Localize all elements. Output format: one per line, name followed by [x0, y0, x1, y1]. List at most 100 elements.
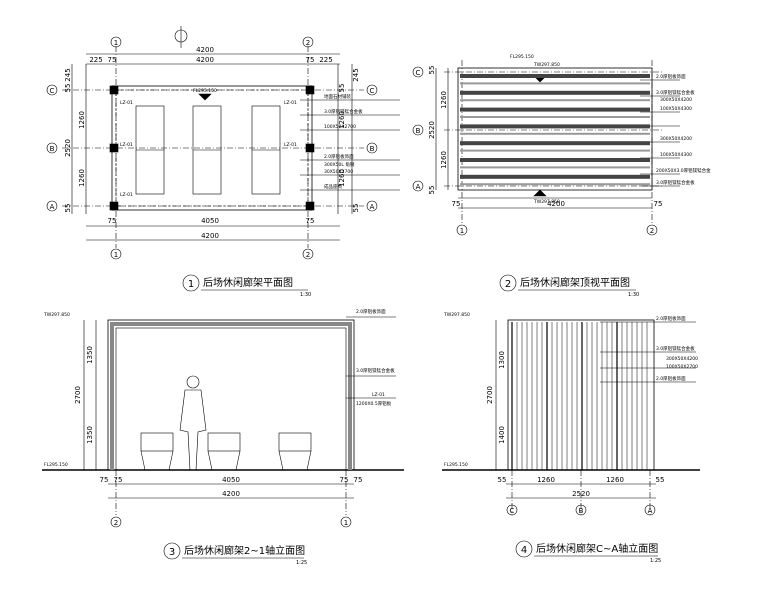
column-tag: LZ-01	[284, 142, 297, 148]
ceiling-slat	[460, 166, 650, 169]
caption-ceiling: 2 后场休闲廊架顶视平面图 1:30	[499, 274, 639, 298]
dim-top-part: 225	[319, 56, 332, 64]
caption-elev-2-1: 3 后场休闲廊架2~1轴立面图 1:25	[163, 542, 307, 566]
dim-left: 1300	[498, 351, 506, 369]
level-tag: FL295.150	[193, 88, 217, 94]
level-tag: FL295.150	[44, 462, 68, 468]
caption-number: 3	[169, 547, 175, 558]
plan-grid-bubbles: 1 2 1 2 C B A C B A	[46, 36, 378, 260]
note: 3.0厚铝镁锰合金板	[356, 367, 395, 374]
dim-top-part: 75	[108, 56, 117, 64]
dim-right: 1260	[338, 111, 346, 129]
dim-top-part: 4200	[196, 56, 214, 64]
grid-bubble-label: B	[416, 127, 421, 135]
grid-bubble-label: C	[370, 87, 375, 95]
caption-title: 后场休闲廊架平面图	[203, 276, 293, 289]
ceiling-slat	[460, 90, 650, 95]
dim-bottom-part: 75	[114, 476, 123, 484]
dim-left: 2520	[428, 121, 436, 139]
note: 300X50X4200	[660, 136, 692, 142]
dim-left: 1350	[86, 346, 94, 364]
dim-bottom: 4200	[547, 200, 565, 208]
level-tag: TW297.850	[443, 312, 470, 318]
dim-bottom: 75	[452, 200, 461, 208]
note: 300X50L 角钢	[324, 161, 355, 168]
panel-plan	[62, 26, 400, 248]
note: 200X50X3.0厚铝镁锰合金	[656, 167, 711, 174]
dim-right: 55	[352, 204, 360, 213]
dim-bottom-part: 55	[498, 476, 507, 484]
ceiling-slat	[460, 141, 650, 146]
dim-left: 245	[64, 68, 72, 81]
note: 100X50X4300	[660, 106, 692, 112]
dim-bottom-part: 75	[306, 217, 315, 225]
dim-right: 55	[338, 84, 346, 93]
grid-bubble-label: 1	[114, 251, 118, 259]
column-tag: LZ-01	[120, 100, 133, 106]
ceiling-slat	[460, 99, 650, 102]
dim-bottom-part: 4050	[201, 217, 219, 225]
level-tag: TW297.850	[43, 312, 70, 318]
note: 1200X0.5厚铝板	[356, 400, 392, 407]
caption-number: 4	[521, 545, 527, 556]
note: 2.0厚铝板饰面	[656, 315, 686, 322]
caption-title: 后场休闲廊架2~1轴立面图	[184, 544, 305, 557]
note: 2.0厚铝板饰面	[656, 73, 686, 80]
dim-left: 55	[64, 84, 72, 93]
ceiling-grid-bubbles: 1 2 C B A	[412, 66, 658, 236]
dim-bottom-total: 2520	[572, 490, 590, 498]
grid-bubble-label: 2	[306, 39, 310, 47]
dim-bottom-part: 75	[340, 476, 349, 484]
dim-left: 55	[428, 66, 436, 75]
dim-left: 1350	[86, 426, 94, 444]
level-tag: TW297.850	[533, 62, 560, 68]
note: 300X50X4200	[666, 356, 698, 362]
grid-bubble-label: A	[370, 203, 375, 211]
ceiling-slat	[460, 132, 650, 135]
dim-bottom-part: 75	[354, 476, 363, 484]
grid-bubble-label: B	[579, 507, 584, 515]
dim-left: 2520	[64, 139, 72, 157]
dim-left: 55	[428, 186, 436, 195]
dim-left: 1260	[440, 91, 448, 109]
elev2-grid-bubbles: C B A	[506, 504, 656, 516]
ceiling-labels: FL295.150 TW297.850 TW297.850 55 1260 25…	[428, 54, 711, 208]
grid-bubble-label: 1	[344, 519, 348, 527]
ceiling-slat	[460, 124, 650, 129]
column-tag: LZ-01	[120, 142, 133, 148]
ceiling-slat	[460, 107, 650, 112]
grid-bubble-label: A	[648, 507, 653, 515]
ceiling-slat	[460, 174, 650, 179]
ceiling-slat	[460, 158, 650, 162]
dim-left: 2700	[486, 386, 494, 404]
dim-bottom-part: 1260	[606, 476, 624, 484]
grid-bubble-label: 2	[114, 519, 118, 527]
note: 成品座椅	[324, 183, 342, 190]
caption-elev-c-a: 4 后场休闲廊架C~A轴立面图 1:25	[515, 540, 661, 564]
note: 3.0厚铝镁锰合金板	[656, 345, 695, 352]
note: 3.0厚铝镁锰合金板	[324, 108, 363, 115]
dim-bottom-part: 75	[108, 217, 117, 225]
note: 100X50X2700	[666, 364, 698, 370]
level-tag: FL295.150	[444, 462, 468, 468]
grid-bubble-label: A	[416, 183, 421, 191]
note: 3.0厚铝镁锰合金板	[656, 89, 695, 96]
note: 地面石材铺装	[324, 93, 351, 100]
caption-plan: 1 后场休闲廊架平面图 1:30	[182, 274, 311, 298]
elevation-slats	[511, 322, 648, 470]
dim-top-part: 75	[306, 56, 315, 64]
caption-number: 2	[505, 279, 511, 290]
grid-bubble-label: B	[50, 145, 55, 153]
dim-bottom-total: 4200	[222, 490, 240, 498]
caption-title: 后场休闲廊架顶视平面图	[520, 276, 630, 289]
note: 100X50X4300	[660, 152, 692, 158]
dim-left: 1400	[498, 426, 506, 444]
caption-number: 1	[188, 279, 194, 290]
dim-left: 1260	[78, 111, 86, 129]
caption-title: 后场休闲廊架C~A轴立面图	[536, 542, 658, 555]
ceiling-slat	[460, 183, 650, 186]
caption-scale: 1:30	[300, 292, 311, 298]
panel-elev-c-a	[442, 319, 700, 515]
